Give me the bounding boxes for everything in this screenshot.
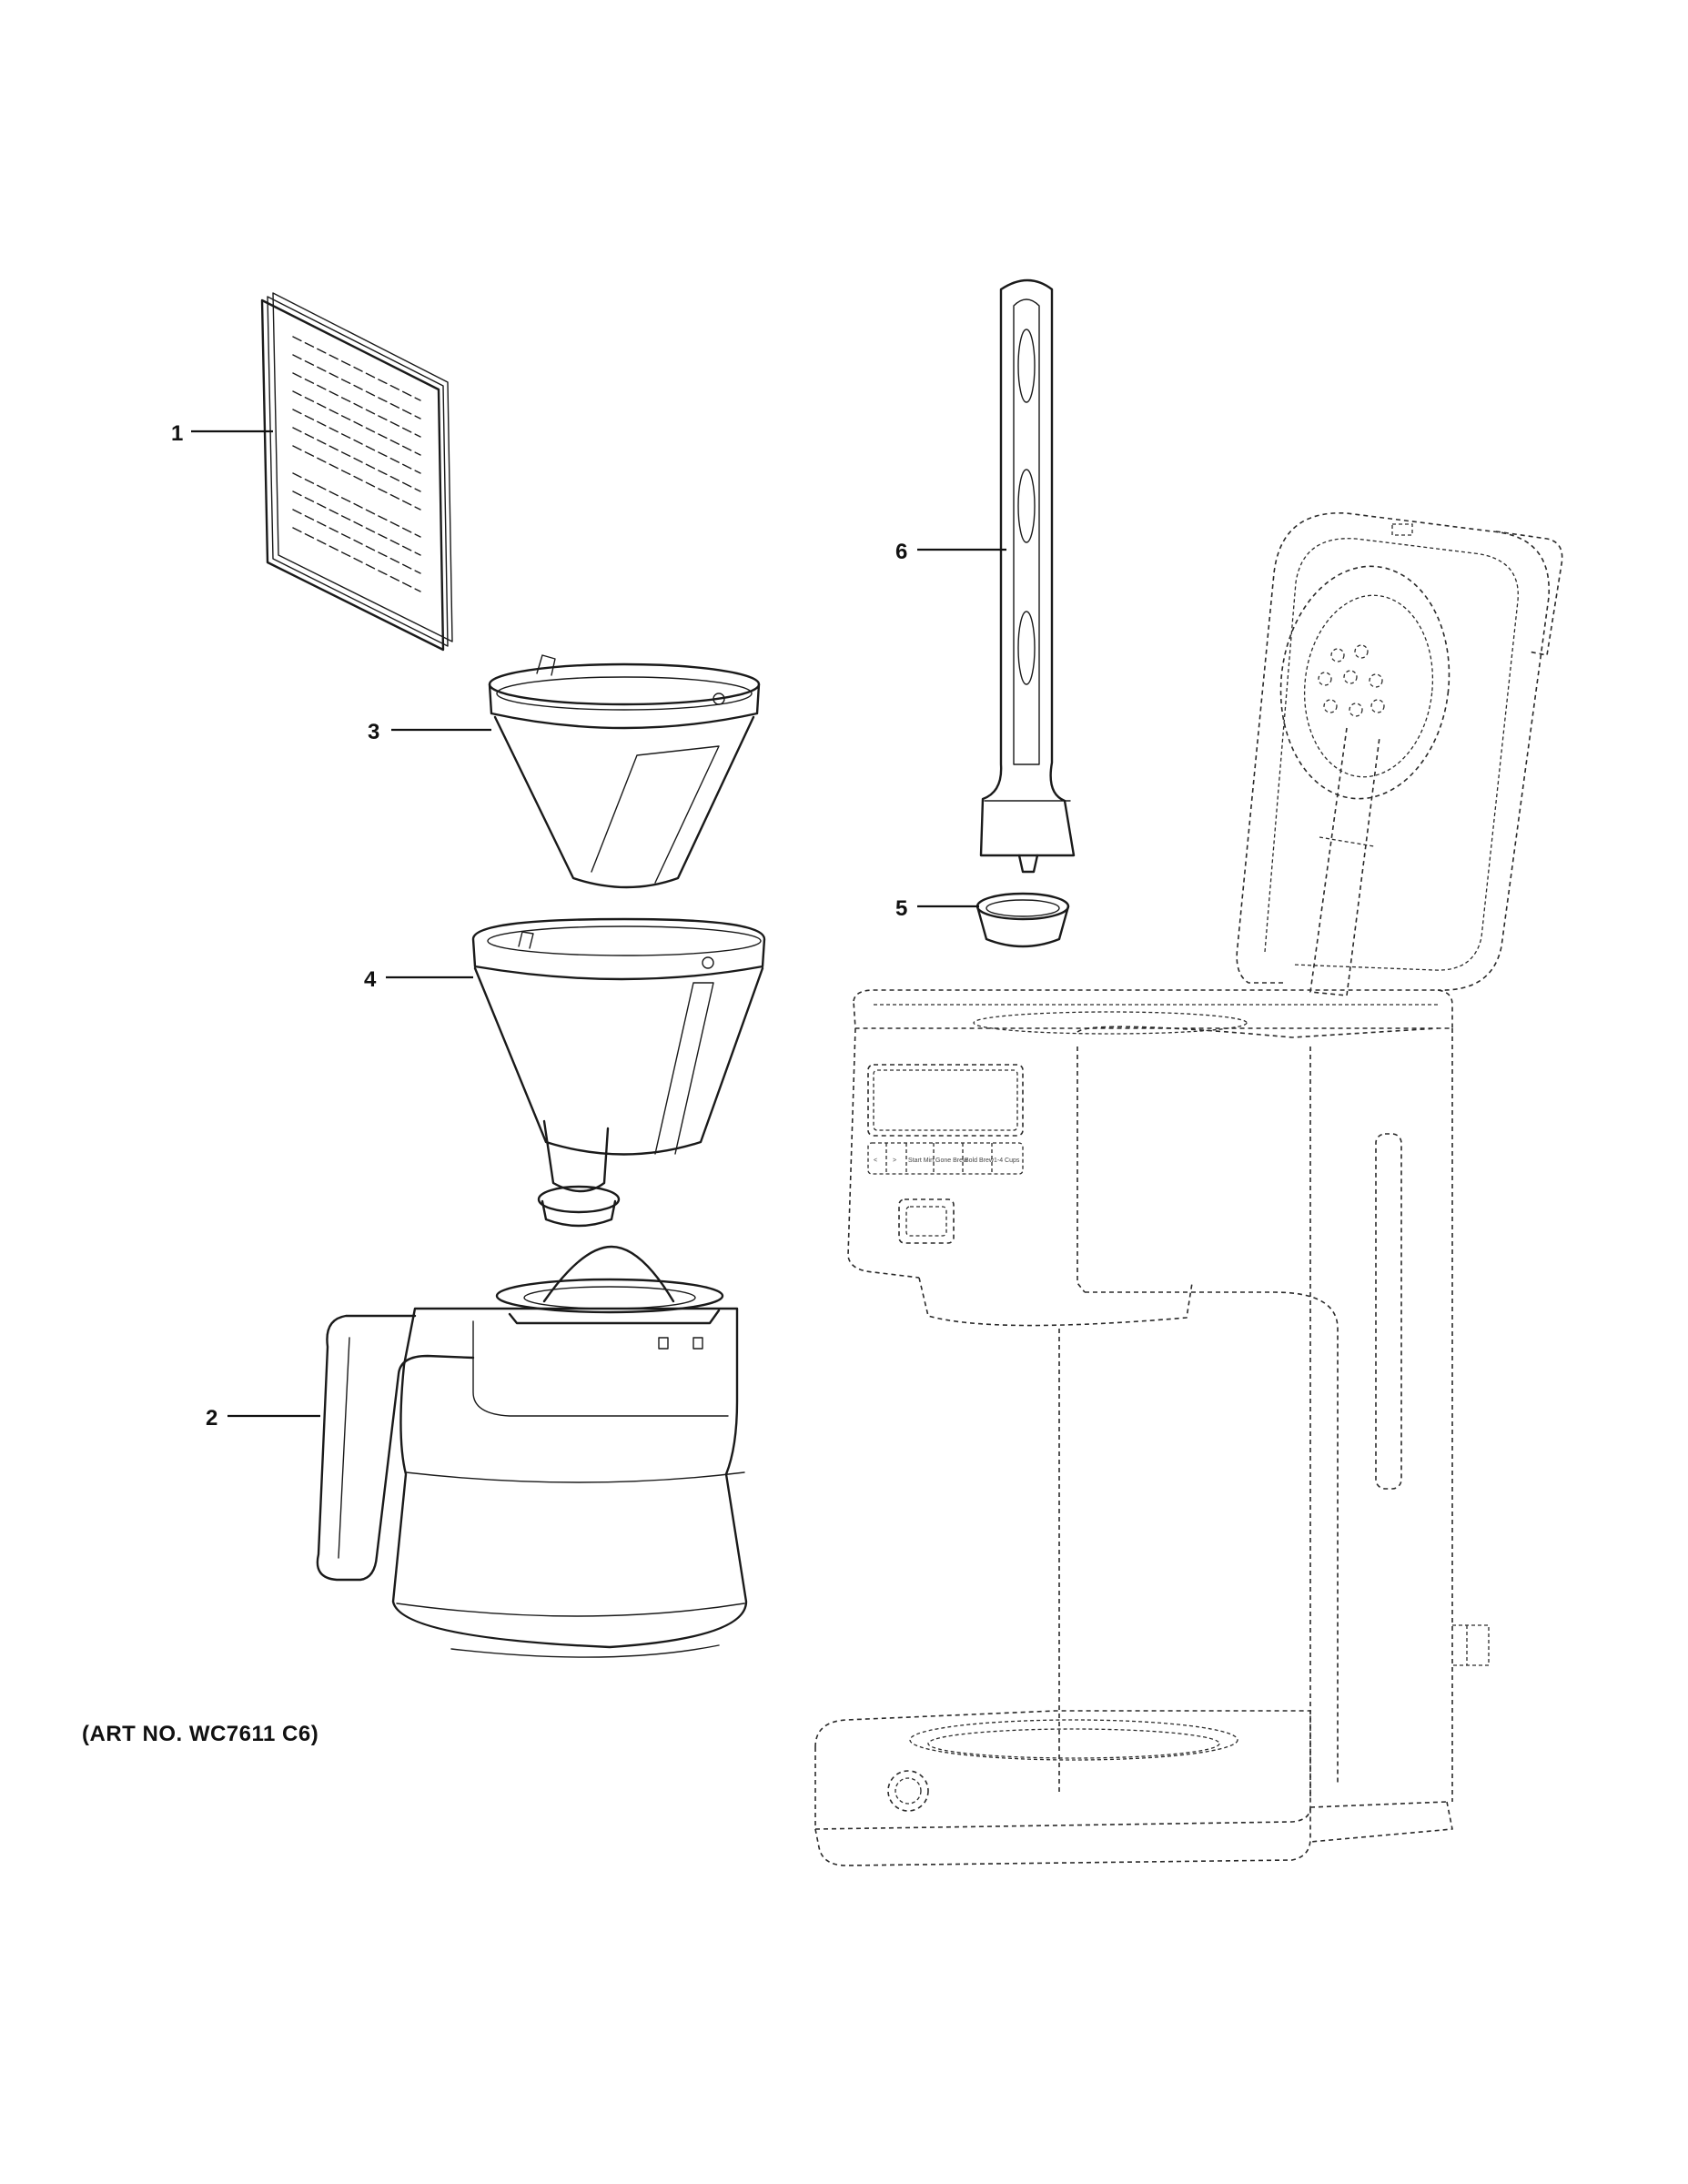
part-5-measuring-scoop bbox=[975, 892, 1070, 948]
control-panel-buttons: < > Start Min. Gone Brew Bold Brew 1-4 C… bbox=[867, 1142, 1024, 1175]
callout-3: 3 bbox=[368, 720, 379, 744]
part-1-owners-manual bbox=[260, 292, 453, 652]
coffee-maker-body-phantom: < > Start Min. Gone Brew Bold Brew 1-4 C… bbox=[814, 512, 1563, 1866]
panel-button-gone-brew: Gone Brew bbox=[935, 1158, 968, 1164]
panel-button-next: > bbox=[893, 1158, 896, 1164]
ge-logo-phantom bbox=[887, 1770, 929, 1812]
part-6-scoop-handle bbox=[979, 278, 1076, 874]
part-4-brew-basket bbox=[471, 917, 766, 1228]
part-3-filter-basket bbox=[488, 654, 761, 889]
panel-button-cups: 1-4 Cups bbox=[994, 1158, 1020, 1164]
callout-5: 5 bbox=[895, 896, 907, 921]
panel-button-start: Start Min. bbox=[908, 1158, 935, 1164]
callout-4: 4 bbox=[364, 967, 377, 992]
callout-6: 6 bbox=[895, 540, 907, 564]
callout-1: 1 bbox=[171, 421, 183, 446]
power-button-phantom bbox=[898, 1198, 955, 1244]
panel-button-prev: < bbox=[874, 1158, 877, 1164]
part-2-thermal-carafe bbox=[316, 1245, 748, 1658]
panel-button-bold-brew: Bold Brew bbox=[965, 1158, 995, 1164]
callout-2: 2 bbox=[206, 1406, 217, 1431]
art-number: (ART NO. WC7611 C6) bbox=[82, 1722, 319, 1746]
